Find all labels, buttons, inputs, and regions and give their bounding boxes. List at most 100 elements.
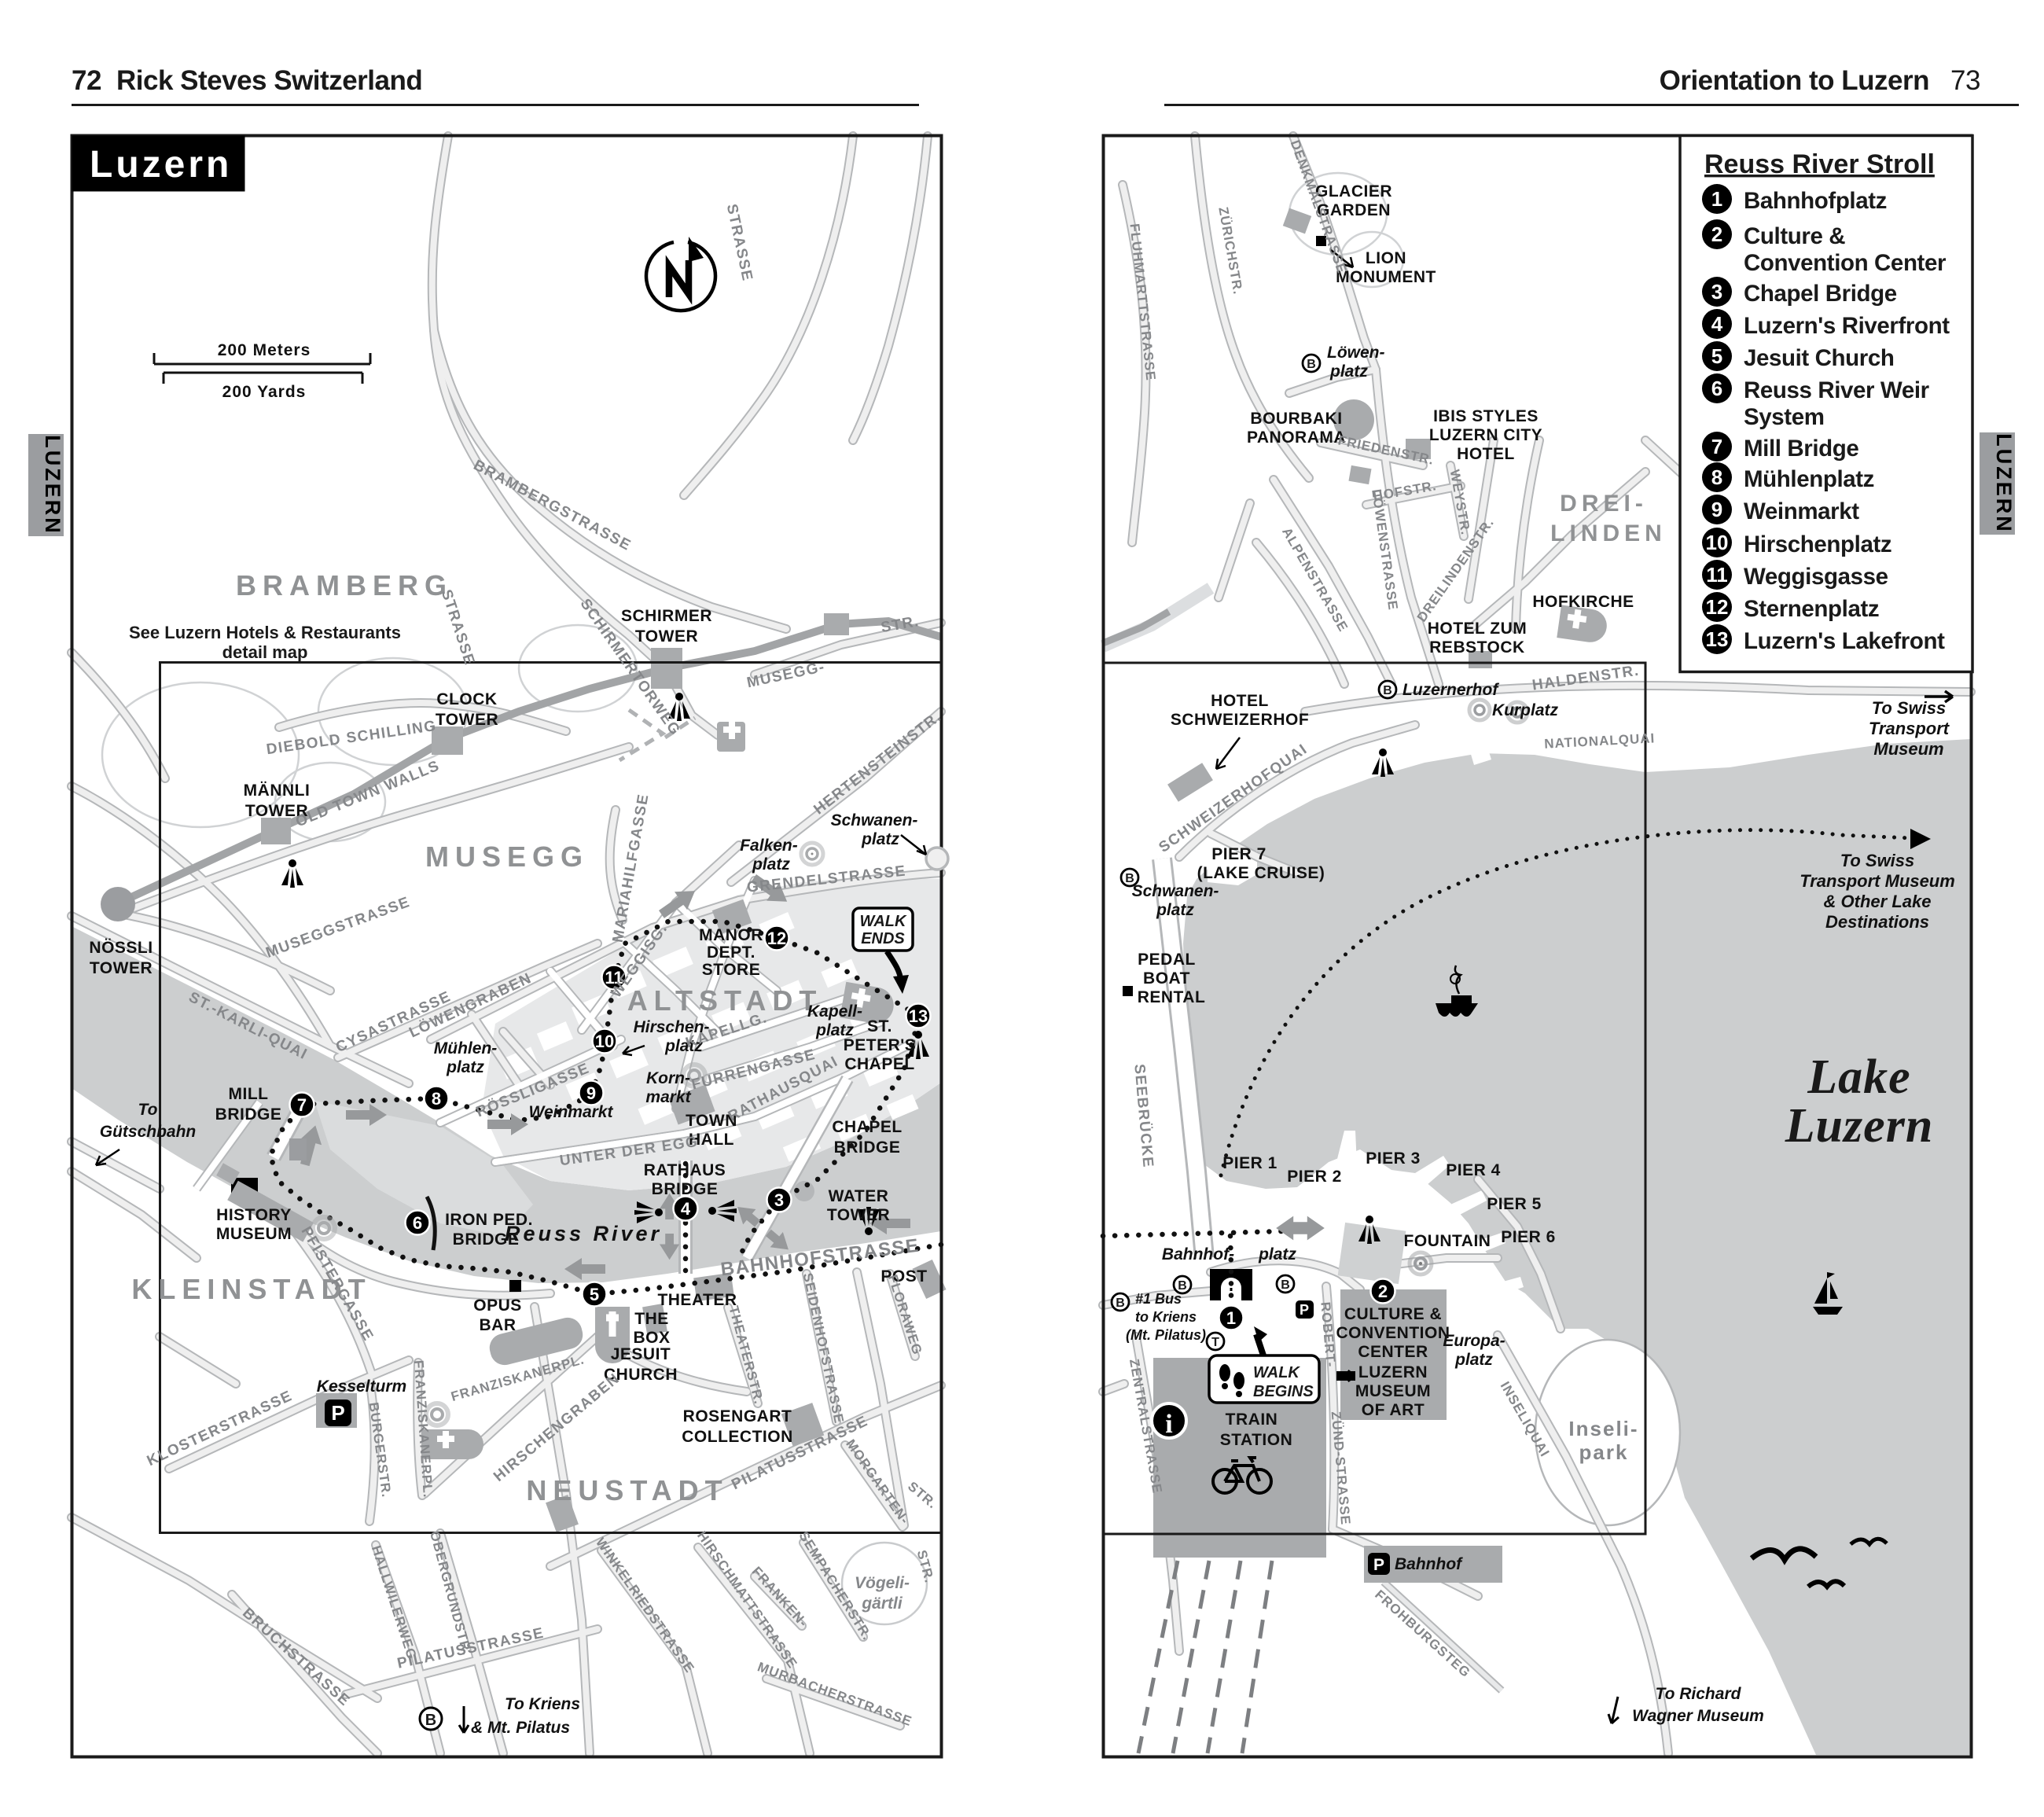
svg-text:HALL: HALL — [689, 1131, 734, 1149]
svg-text:OPUS: OPUS — [473, 1297, 522, 1315]
svg-text:CHAPEL: CHAPEL — [844, 1055, 914, 1073]
svg-text:DREI-: DREI- — [1560, 491, 1648, 517]
svg-text:Korn-: Korn- — [646, 1069, 690, 1087]
svg-text:Culture &: Culture & — [1744, 223, 1845, 249]
svg-text:B: B — [1116, 1297, 1125, 1310]
svg-text:11: 11 — [1706, 563, 1728, 587]
svg-text:4: 4 — [1711, 312, 1723, 336]
svg-text:i: i — [1165, 1410, 1172, 1439]
svg-text:B: B — [1383, 684, 1392, 697]
svg-text:RENTAL: RENTAL — [1138, 988, 1206, 1006]
svg-text:BEGINS: BEGINS — [1253, 1383, 1314, 1400]
svg-text:CHAPEL: CHAPEL — [832, 1118, 902, 1136]
svg-text:NÖSSLI: NÖSSLI — [89, 939, 153, 957]
svg-text:Mill Bridge: Mill Bridge — [1744, 436, 1858, 462]
svg-text:Mühlen-: Mühlen- — [434, 1039, 497, 1057]
svg-text:6: 6 — [413, 1213, 422, 1233]
svg-text:BRIDGE: BRIDGE — [215, 1105, 282, 1124]
svg-text:To: To — [138, 1101, 158, 1119]
svg-text:7: 7 — [1711, 435, 1722, 458]
svg-text:markt: markt — [645, 1088, 691, 1106]
svg-text:5: 5 — [590, 1285, 599, 1304]
svg-text:BRIDGE: BRIDGE — [652, 1180, 719, 1198]
svg-text:THE: THE — [634, 1310, 669, 1328]
svg-text:NEUSTADT: NEUSTADT — [526, 1474, 728, 1506]
svg-text:HOTEL: HOTEL — [1211, 692, 1269, 710]
svg-text:platz: platz — [752, 855, 790, 874]
svg-text:JESUIT: JESUIT — [611, 1345, 671, 1363]
svg-text:& Mt. Pilatus: & Mt. Pilatus — [471, 1719, 570, 1737]
svg-text:9: 9 — [586, 1083, 596, 1103]
svg-text:Kesselturm: Kesselturm — [317, 1377, 406, 1396]
svg-text:PIER 6: PIER 6 — [1501, 1228, 1556, 1246]
svg-text:13: 13 — [909, 1006, 928, 1026]
svg-text:TRAIN: TRAIN — [1226, 1411, 1278, 1429]
svg-text:MANOR: MANOR — [699, 926, 763, 944]
svg-text:HISTORY: HISTORY — [216, 1206, 292, 1224]
svg-text:CLOCK: CLOCK — [436, 690, 497, 708]
svg-text:3: 3 — [774, 1190, 784, 1210]
svg-text:SCHWEIZERHOF: SCHWEIZERHOF — [1171, 711, 1309, 729]
svg-text:Lake: Lake — [1807, 1050, 1910, 1104]
svg-text:platz: platz — [446, 1058, 484, 1076]
svg-text:Kapell-: Kapell- — [807, 1002, 862, 1021]
svg-text:Luzern: Luzern — [90, 144, 232, 186]
svg-text:PETER'S: PETER'S — [844, 1036, 917, 1054]
svg-text:WALK: WALK — [1253, 1364, 1300, 1381]
svg-text:Luzern: Luzern — [1785, 1099, 1934, 1153]
svg-text:7: 7 — [297, 1095, 307, 1115]
svg-text:PIER 2: PIER 2 — [1287, 1168, 1342, 1186]
svg-text:ROSENGART: ROSENGART — [683, 1407, 792, 1425]
svg-text:72: 72 — [72, 65, 101, 96]
svg-text:Reuss River Weir: Reuss River Weir — [1744, 377, 1930, 403]
svg-text:To Richard: To Richard — [1656, 1685, 1742, 1703]
svg-text:Bahnhofplatz: Bahnhofplatz — [1744, 188, 1887, 214]
svg-text:DEPT.: DEPT. — [707, 943, 755, 962]
svg-text:& Other Lake: & Other Lake — [1824, 892, 1932, 911]
svg-text:2: 2 — [1711, 223, 1722, 246]
svg-text:LINDEN: LINDEN — [1550, 520, 1667, 546]
svg-text:10: 10 — [1706, 531, 1729, 554]
svg-text:ENDS: ENDS — [861, 930, 905, 947]
svg-text:13: 13 — [1706, 627, 1729, 651]
svg-text:8: 8 — [1711, 465, 1722, 489]
svg-text:9: 9 — [1711, 498, 1722, 521]
svg-text:CHURCH: CHURCH — [604, 1366, 678, 1384]
svg-text:See Luzern Hotels & Restaurant: See Luzern Hotels & Restaurants — [129, 623, 401, 642]
svg-text:BRIDGE: BRIDGE — [834, 1138, 901, 1157]
svg-text:Chapel Bridge: Chapel Bridge — [1744, 281, 1897, 307]
svg-text:(LAKE CRUISE): (LAKE CRUISE) — [1197, 864, 1325, 882]
svg-text:BAR: BAR — [480, 1316, 517, 1334]
svg-text:To Kriens: To Kriens — [505, 1695, 580, 1713]
svg-text:HOFKIRCHE: HOFKIRCHE — [1532, 593, 1634, 611]
svg-text:ALTSTADT: ALTSTADT — [627, 984, 823, 1017]
svg-text:1: 1 — [1711, 187, 1722, 211]
svg-text:gärtli: gärtli — [861, 1594, 903, 1613]
svg-text:Mühlenplatz: Mühlenplatz — [1744, 466, 1874, 492]
svg-text:TOWER: TOWER — [827, 1206, 890, 1224]
svg-text:PIER 4: PIER 4 — [1446, 1161, 1501, 1179]
svg-text:TOWER: TOWER — [245, 802, 308, 820]
svg-text:200 Meters: 200 Meters — [218, 341, 311, 359]
svg-text:To Swiss: To Swiss — [1872, 698, 1947, 718]
svg-text:HOTEL: HOTEL — [1457, 445, 1515, 463]
svg-text:12: 12 — [767, 929, 786, 948]
svg-text:BRAMBERG: BRAMBERG — [236, 569, 453, 601]
svg-text:Reuss River: Reuss River — [505, 1222, 662, 1245]
svg-text:Hirschenplatz: Hirschenplatz — [1744, 531, 1891, 557]
svg-text:Rick Steves Switzerland: Rick Steves Switzerland — [116, 65, 422, 96]
svg-text:Bahnhof-: Bahnhof- — [1162, 1245, 1234, 1263]
svg-text:PIER 1: PIER 1 — [1222, 1154, 1278, 1172]
svg-text:FOUNTAIN: FOUNTAIN — [1404, 1232, 1491, 1250]
svg-text:Gütschbahn: Gütschbahn — [100, 1123, 197, 1141]
svg-text:P: P — [1373, 1556, 1384, 1574]
svg-text:CONVENTION: CONVENTION — [1336, 1324, 1450, 1342]
svg-text:TOWN: TOWN — [686, 1112, 737, 1130]
svg-text:STORE: STORE — [702, 961, 760, 979]
svg-text:PIER 5: PIER 5 — [1487, 1195, 1542, 1213]
svg-text:platz: platz — [1258, 1245, 1296, 1263]
svg-text:P: P — [331, 1401, 344, 1425]
svg-text:Convention Center: Convention Center — [1744, 250, 1947, 276]
svg-text:platz: platz — [1454, 1351, 1493, 1369]
svg-text:TOWER: TOWER — [635, 627, 698, 646]
